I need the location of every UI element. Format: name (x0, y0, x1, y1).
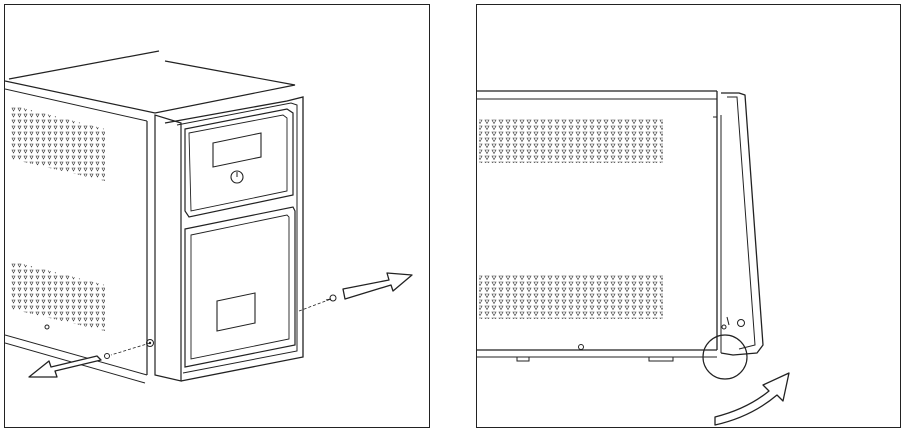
ups-side-drawing (477, 90, 790, 426)
side-vent-upper (479, 119, 663, 163)
front-panel-side (713, 91, 764, 356)
side-vent-lower (479, 275, 663, 319)
left-figure-panel (4, 4, 430, 428)
ups-perspective-drawing (5, 50, 413, 384)
arrow-right-icon (342, 272, 413, 300)
arrow-left-icon (28, 355, 102, 378)
side-screw-hole (44, 324, 50, 330)
side-vent-upper (11, 105, 105, 181)
screw-icon (737, 319, 745, 327)
curved-arrow-icon (714, 372, 790, 426)
lcd-display (212, 132, 262, 168)
screw-icon (104, 294, 337, 359)
cabinet-top (5, 60, 296, 114)
detail-circle-icon (702, 334, 748, 380)
foot (516, 357, 530, 362)
right-figure-panel (476, 4, 901, 428)
cabinet-bottom-edge (5, 334, 148, 376)
foot (648, 357, 674, 362)
label-window (216, 292, 256, 332)
front-panel (154, 96, 304, 382)
side-vent-lower (11, 261, 105, 331)
screw-icon (578, 344, 584, 350)
power-button-icon (230, 170, 244, 184)
